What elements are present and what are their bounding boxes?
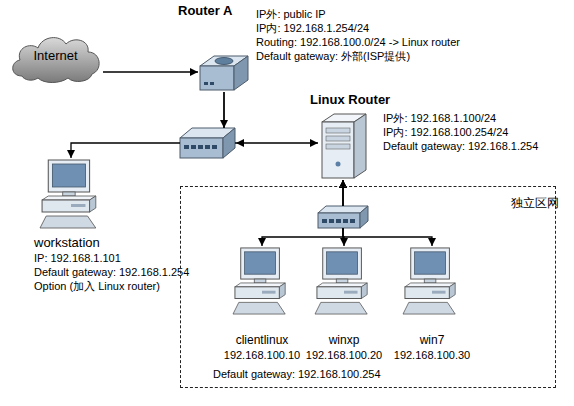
server-device: Linux RouterIP外: 192.168.1.100/24IP内: 19…	[318, 112, 368, 180]
config-line: Default gateway: 外部(ISP提供)	[256, 50, 410, 63]
computer-device: workstationIP: 192.168.1.101Default gate…	[40, 158, 102, 230]
computer-symbol	[40, 158, 102, 230]
device-title: winxp	[299, 334, 389, 348]
network-link	[71, 92, 224, 158]
config-line: IP外: 192.168.1.100/24	[383, 112, 496, 125]
server-symbol	[318, 112, 368, 180]
subnet-label: 独立区网	[511, 197, 559, 211]
network-link	[343, 180, 432, 246]
switch-symbol	[318, 206, 368, 228]
network-link	[262, 180, 343, 246]
gateway-note: Default gateway: 192.168.100.254	[213, 368, 381, 381]
network-link	[103, 71, 198, 72]
device-title: win7	[387, 334, 477, 348]
cloud-label: Internet	[8, 49, 103, 64]
config-line: Default gateway: 192.168.1.254	[383, 140, 538, 153]
ip-address: 192.168.100.20	[299, 349, 389, 362]
computer-symbol	[315, 246, 373, 316]
device-title: Router A	[178, 4, 232, 19]
internet-cloud: Internet	[8, 30, 103, 85]
computer-device: clientlinux192.168.100.10	[233, 246, 291, 316]
config-line: IP内: 192.168.100.254/24	[383, 126, 508, 139]
subnet-boundary: 独立区网clientlinux192.168.100.10winxp192.16…	[180, 186, 556, 388]
router-device: Router AIP外: public IPIP内: 192.168.1.254…	[198, 52, 250, 92]
network-link	[224, 92, 318, 143]
config-line: Option (加入 Linux router)	[34, 280, 160, 293]
computer-symbol	[233, 246, 291, 316]
config-line: Default gateway: 192.168.1.254	[34, 266, 189, 279]
device-title: clientlinux	[217, 334, 307, 348]
config-line: IP: 192.168.1.101	[34, 252, 121, 265]
ip-address: 192.168.100.30	[387, 349, 477, 362]
switch-symbol	[180, 128, 235, 158]
computer-device: win7192.168.100.30	[403, 246, 461, 316]
config-line: IP外: public IP	[256, 8, 326, 21]
computer-device: winxp192.168.100.20	[315, 246, 373, 316]
ip-address: 192.168.100.10	[217, 349, 307, 362]
config-line: Routing: 192.168.100.0/24 -> Linux route…	[256, 36, 460, 49]
device-title: Linux Router	[310, 93, 390, 108]
router-symbol	[198, 52, 250, 92]
device-title: workstation	[34, 236, 100, 251]
config-line: IP内: 192.168.1.254/24	[256, 22, 369, 35]
computer-symbol	[403, 246, 461, 316]
